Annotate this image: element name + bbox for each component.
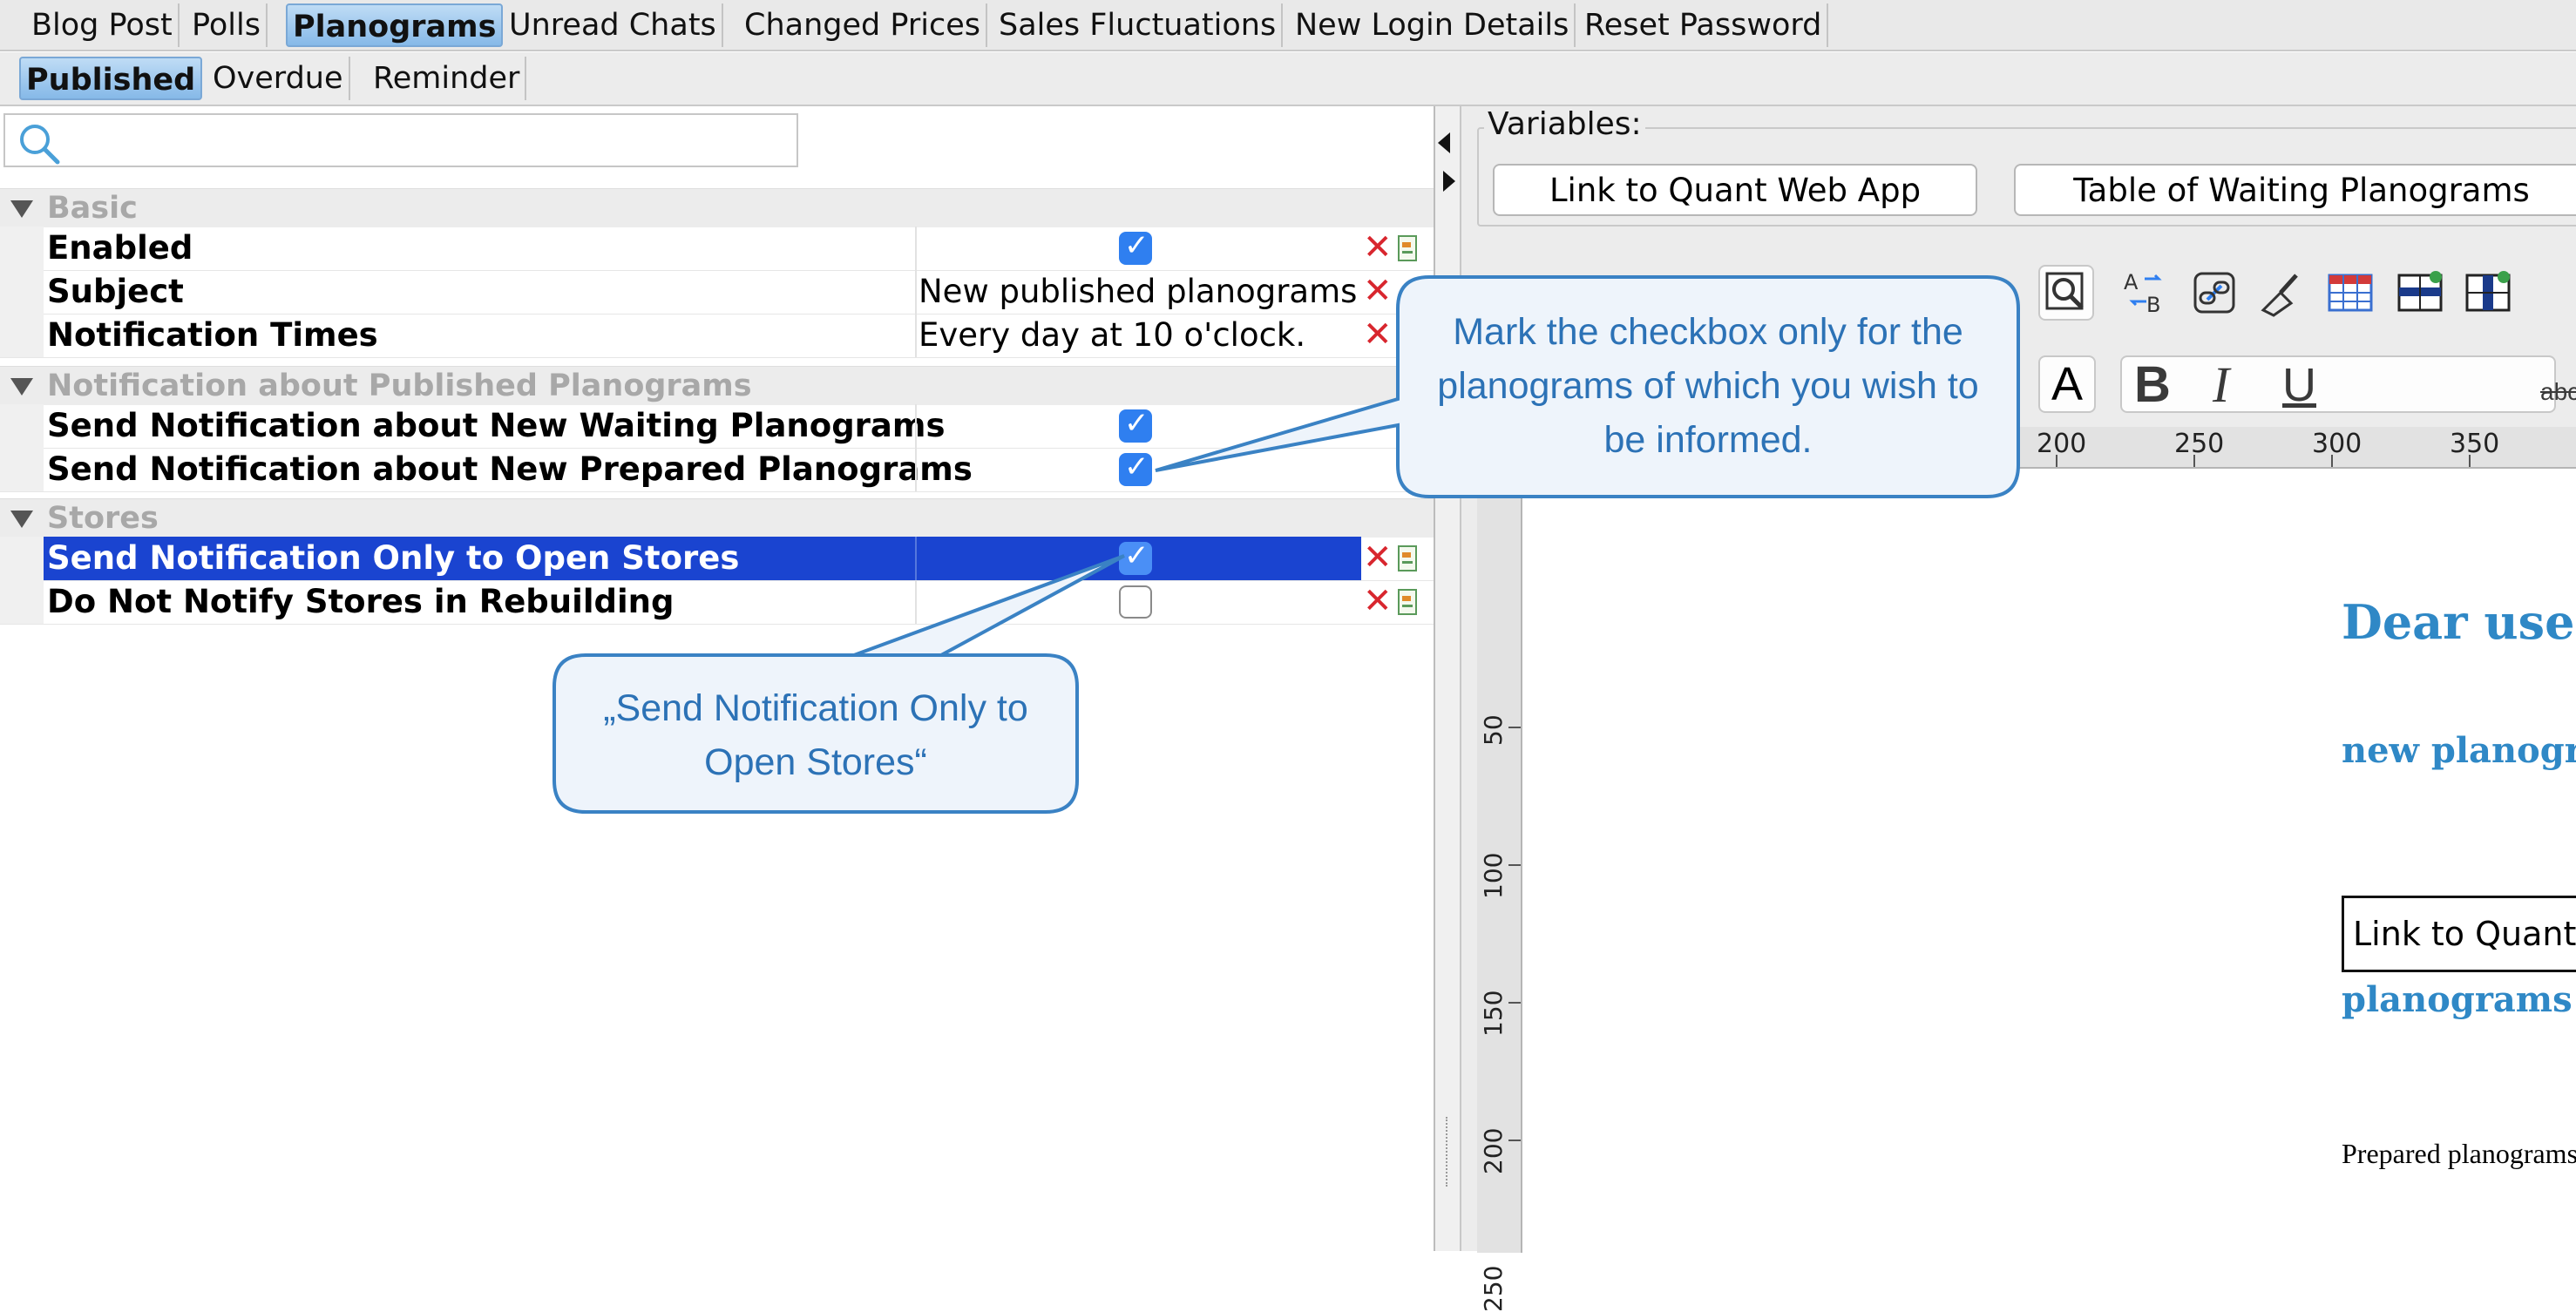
- group-label: Notification about Published Planograms: [47, 369, 752, 403]
- table-column-icon[interactable]: [2462, 267, 2514, 333]
- property-label: Subject: [47, 273, 184, 310]
- doc-greeting: Dear user,: [2342, 594, 2576, 650]
- variables-frame: [1477, 127, 2576, 227]
- search-icon: [20, 125, 60, 165]
- document-page[interactable]: Dear user, new planograms Link to Quant …: [1522, 469, 2576, 1253]
- open-stores-checkbox[interactable]: [1119, 538, 1152, 575]
- group-label: Basic: [47, 191, 138, 226]
- reset-x-icon[interactable]: ✕: [1363, 581, 1393, 621]
- group-label: Stores: [47, 501, 159, 536]
- search-replace-icon[interactable]: [2038, 265, 2094, 321]
- property-label: Send Notification about New Prepared Pla…: [47, 450, 973, 488]
- tab-blog-post[interactable]: Blog Post: [26, 3, 180, 47]
- ruler-label: 350: [2450, 429, 2500, 459]
- property-sheet: Basic Enabled ✕ Subject New published pl…: [0, 106, 1434, 1251]
- search-input[interactable]: [66, 120, 784, 162]
- edit-icon[interactable]: [1398, 545, 1417, 571]
- group-notification[interactable]: Notification about Published Planograms: [0, 366, 1434, 405]
- callout-shapes: [552, 275, 2020, 814]
- notification-times-value[interactable]: Every day at 10 o'clock.: [919, 316, 1306, 354]
- font-color-button[interactable]: A: [2038, 355, 2096, 413]
- property-row-waiting: Send Notification about New Waiting Plan…: [0, 404, 1434, 449]
- collapse-triangle-icon[interactable]: [10, 200, 33, 218]
- doc-prepared-label: Prepared planograms:: [2342, 1138, 2576, 1169]
- edit-icon[interactable]: [1398, 235, 1417, 261]
- sub-tab-bar: Published Overdue Reminder: [0, 52, 2576, 106]
- tab-sales-fluctuations[interactable]: Sales Fluctuations: [993, 3, 1284, 47]
- rebuilding-checkbox[interactable]: [1119, 585, 1152, 619]
- svg-text:B: B: [2146, 293, 2160, 317]
- property-row-prepared: Send Notification about New Prepared Pla…: [0, 448, 1434, 492]
- tab-planograms[interactable]: Planograms: [286, 3, 504, 47]
- tab-polls[interactable]: Polls: [186, 3, 268, 47]
- enabled-checkbox[interactable]: [1119, 228, 1152, 265]
- bold-button[interactable]: B: [2134, 356, 2171, 413]
- edit-icon[interactable]: [1398, 589, 1417, 615]
- doc-link-placeholder[interactable]: Link to Quant We: [2342, 896, 2576, 972]
- tab-reset-password[interactable]: Reset Password: [1579, 3, 1829, 47]
- reset-x-icon[interactable]: ✕: [1363, 227, 1393, 267]
- reset-x-icon[interactable]: ✕: [1363, 314, 1393, 355]
- link-icon[interactable]: [2188, 267, 2240, 333]
- waiting-checkbox[interactable]: [1119, 406, 1152, 443]
- group-basic[interactable]: Basic: [0, 188, 1434, 227]
- property-label: Send Notification Only to Open Stores: [47, 539, 740, 577]
- subtab-reminder[interactable]: Reminder: [368, 57, 527, 100]
- italic-button[interactable]: I: [2213, 356, 2230, 413]
- doc-line: planograms belo: [2342, 979, 2576, 1020]
- ruler-label: 250: [1479, 1265, 1508, 1312]
- group-stores[interactable]: Stores: [0, 498, 1434, 538]
- subject-value[interactable]: New published planograms: [919, 273, 1358, 310]
- callout-bubble-checkbox: [1155, 275, 2020, 498]
- property-label: Enabled: [47, 229, 193, 267]
- property-row-open-stores[interactable]: Send Notification Only to Open Stores ✕: [0, 537, 1434, 581]
- underline-button[interactable]: U: [2282, 359, 2316, 411]
- tab-unread-chats[interactable]: Unread Chats: [504, 3, 723, 47]
- callout-checkbox-note: Mark the checkbox only for the planogram…: [1437, 311, 1979, 461]
- property-label: Notification Times: [47, 316, 378, 354]
- ruler-label: 300: [2312, 429, 2362, 459]
- prepared-checkbox[interactable]: [1119, 450, 1152, 486]
- reset-x-icon[interactable]: ✕: [1363, 271, 1393, 311]
- tab-changed-prices[interactable]: Changed Prices: [739, 3, 987, 47]
- ruler-label: 250: [2174, 429, 2225, 459]
- subtab-published[interactable]: Published: [19, 57, 203, 100]
- collapse-left-icon[interactable]: [1438, 132, 1450, 153]
- property-label: Do Not Notify Stores in Rebuilding: [47, 583, 675, 620]
- svg-text:A: A: [2124, 270, 2139, 294]
- divider-grip[interactable]: [1446, 1117, 1451, 1187]
- collapse-triangle-icon[interactable]: [10, 378, 33, 396]
- property-row-rebuilding: Do Not Notify Stores in Rebuilding ✕: [0, 580, 1434, 625]
- tab-new-login-details[interactable]: New Login Details: [1290, 3, 1576, 47]
- callout-bubble-open-stores: [552, 554, 1125, 814]
- vertical-ruler: 50 100 150 200 250: [1477, 469, 1522, 1312]
- strikethrough-button[interactable]: abc: [2540, 378, 2576, 405]
- property-row-enabled: Enabled ✕: [0, 227, 1434, 271]
- table-row-icon[interactable]: [2394, 267, 2446, 333]
- doc-line: new planograms: [2342, 730, 2576, 771]
- reset-x-icon[interactable]: ✕: [1363, 538, 1393, 578]
- main-tab-bar: Blog Post Polls Planograms Unread Chats …: [0, 0, 2576, 51]
- collapse-right-icon[interactable]: [1443, 171, 1455, 192]
- property-label: Send Notification about New Waiting Plan…: [47, 407, 946, 444]
- variable-link-button[interactable]: Link to Quant Web App: [1493, 164, 1977, 216]
- property-row-subject: Subject New published planograms ✕: [0, 270, 1434, 314]
- callout-open-stores-note: „Send Notification Only to Open Stores“: [603, 687, 1028, 783]
- variables-legend: Variables:: [1484, 106, 1645, 142]
- variable-table-button[interactable]: Table of Waiting Planograms: [2014, 164, 2576, 216]
- ruler-label: 200: [2037, 429, 2087, 459]
- subtab-overdue[interactable]: Overdue: [207, 57, 350, 100]
- table-icon[interactable]: [2324, 267, 2376, 333]
- clear-format-icon[interactable]: [2254, 267, 2307, 333]
- property-row-notification-times: Notification Times Every day at 10 o'clo…: [0, 314, 1434, 358]
- search-box[interactable]: [3, 113, 798, 167]
- format-button-group: [2120, 355, 2556, 413]
- collapse-triangle-icon[interactable]: [10, 511, 33, 528]
